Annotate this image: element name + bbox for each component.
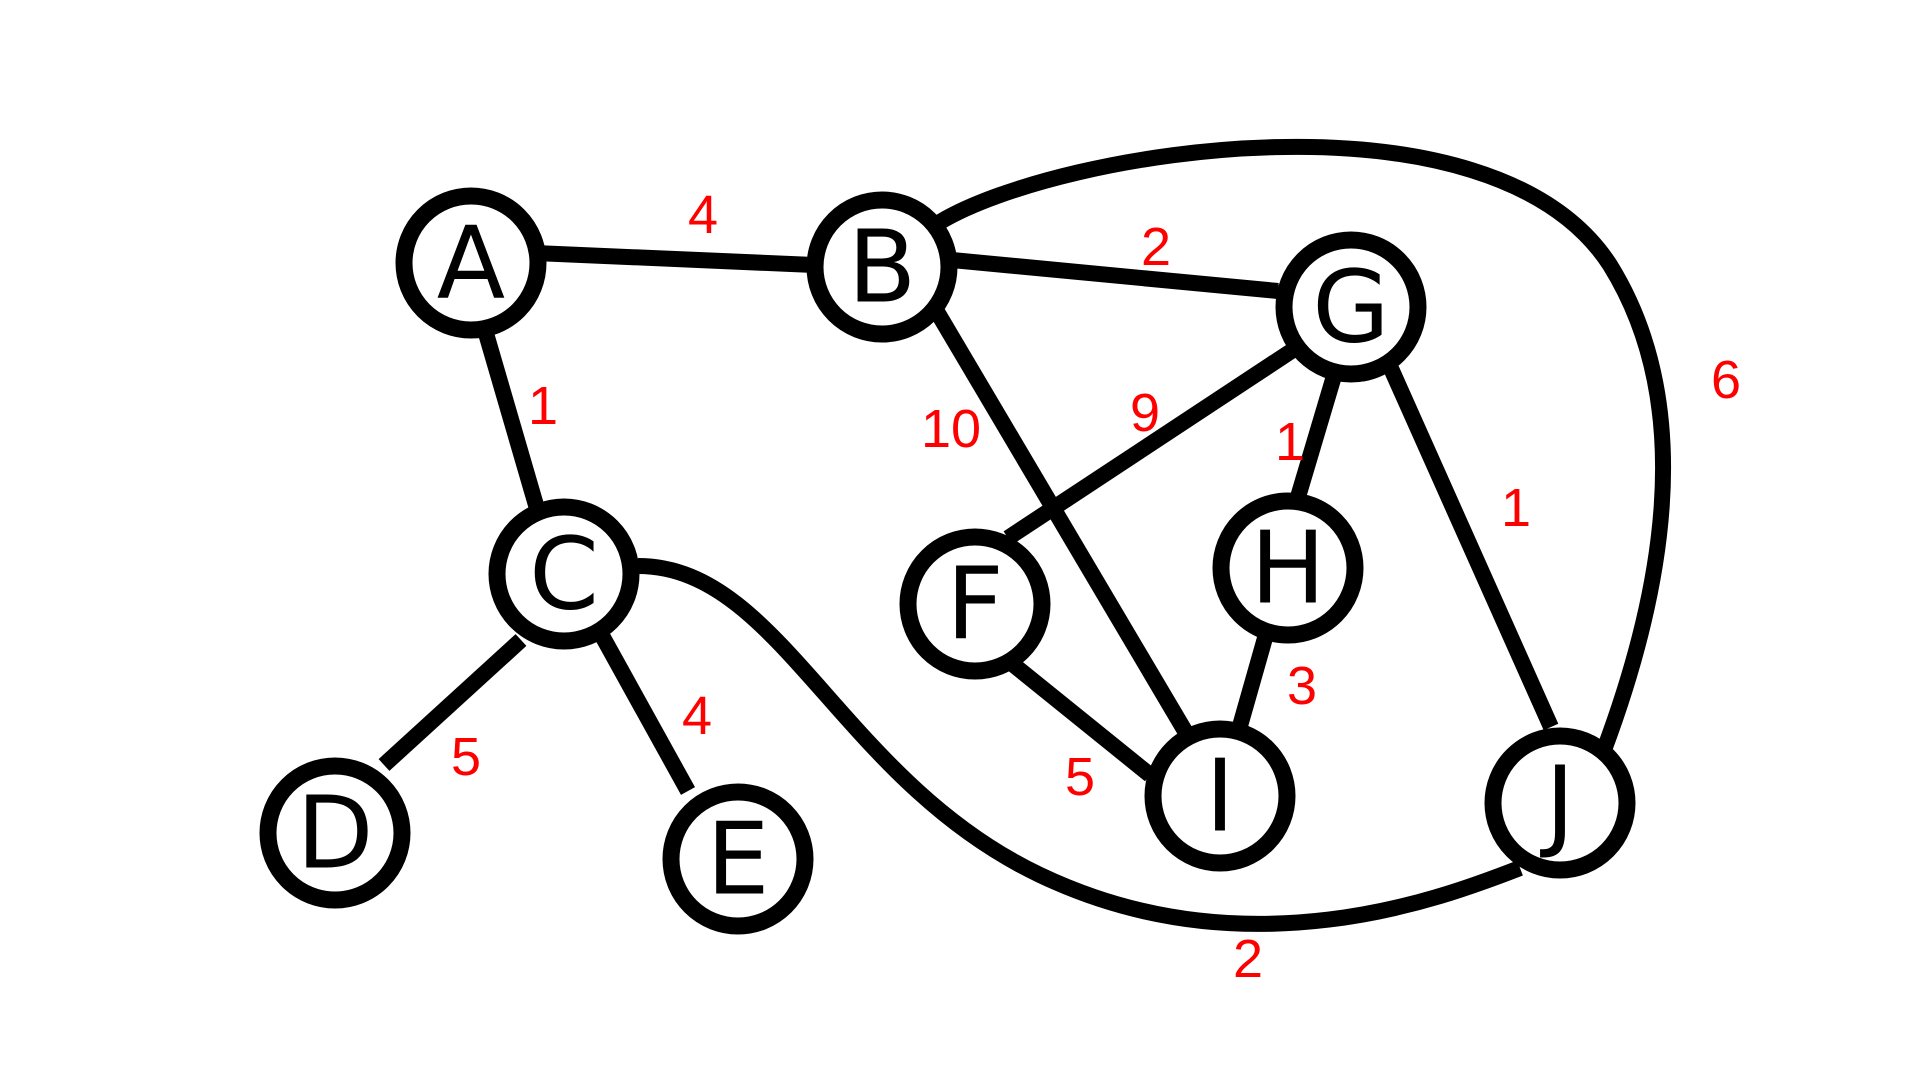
node-f: F: [899, 528, 1051, 680]
edge-f-i: [1004, 655, 1156, 782]
edges-layer: [378, 138, 1672, 932]
edge-c-e: [593, 628, 695, 795]
weight-c-j: 2: [1233, 929, 1263, 989]
node-c-label: C: [529, 516, 599, 633]
node-e: E: [662, 783, 814, 935]
node-f-circle: [899, 528, 1051, 680]
weight-h-i: 3: [1287, 656, 1317, 716]
edge-b-i: [929, 305, 1192, 736]
edge-g-j: [1381, 360, 1559, 731]
node-i-circle: [1144, 720, 1296, 872]
node-b-label: B: [848, 209, 917, 326]
node-b-circle: [806, 191, 958, 343]
node-h-label: H: [1250, 510, 1325, 627]
node-i-label: I: [1205, 738, 1235, 855]
node-h-circle: [1212, 492, 1364, 644]
node-j: J: [1484, 727, 1636, 879]
weight-a-c: 1: [528, 376, 558, 436]
edge-a-c: [477, 327, 546, 515]
node-d: D: [259, 757, 411, 909]
node-g: G: [1275, 231, 1427, 383]
node-a-circle: [395, 187, 547, 339]
edge-h-i: [1232, 635, 1273, 729]
weight-b-g: 2: [1141, 217, 1171, 277]
edge-g-h: [1290, 373, 1342, 500]
weight-g-j: 1: [1501, 478, 1531, 538]
edge-a-b: [534, 245, 815, 273]
weight-g-h: 1: [1275, 412, 1305, 472]
node-e-circle: [662, 783, 814, 935]
weight-b-j: 6: [1711, 350, 1741, 410]
node-h: H: [1212, 492, 1364, 644]
node-c: C: [488, 498, 640, 650]
edge-b-g: [951, 252, 1279, 299]
node-d-label: D: [296, 775, 373, 892]
weight-a-b: 4: [688, 185, 718, 245]
node-j-circle: [1484, 727, 1636, 879]
node-d-circle: [259, 757, 411, 909]
weight-b-i: 10: [921, 399, 981, 459]
node-i: I: [1144, 720, 1296, 872]
node-g-label: G: [1312, 249, 1390, 366]
node-f-label: F: [946, 546, 1004, 663]
node-g-circle: [1275, 231, 1427, 383]
node-j-label: J: [1539, 745, 1575, 862]
node-a: A: [395, 187, 547, 339]
edge-c-d: [378, 634, 527, 771]
node-c-circle: [488, 498, 640, 650]
weight-c-d: 5: [451, 727, 481, 787]
node-a-label: A: [437, 205, 505, 322]
nodes-layer: A B C D E F G: [259, 187, 1636, 935]
weight-g-f: 9: [1130, 383, 1160, 443]
node-b: B: [806, 191, 958, 343]
weight-f-i: 5: [1065, 747, 1095, 807]
node-e-label: E: [706, 801, 769, 918]
weight-c-e: 4: [682, 686, 712, 746]
weights-layer: 4 1 5 4 2 2 10 6 9 1 1 5 3: [451, 185, 1741, 989]
edge-c-j: [637, 558, 1523, 932]
edge-g-f: [1003, 341, 1301, 545]
edge-b-j: [935, 138, 1672, 753]
